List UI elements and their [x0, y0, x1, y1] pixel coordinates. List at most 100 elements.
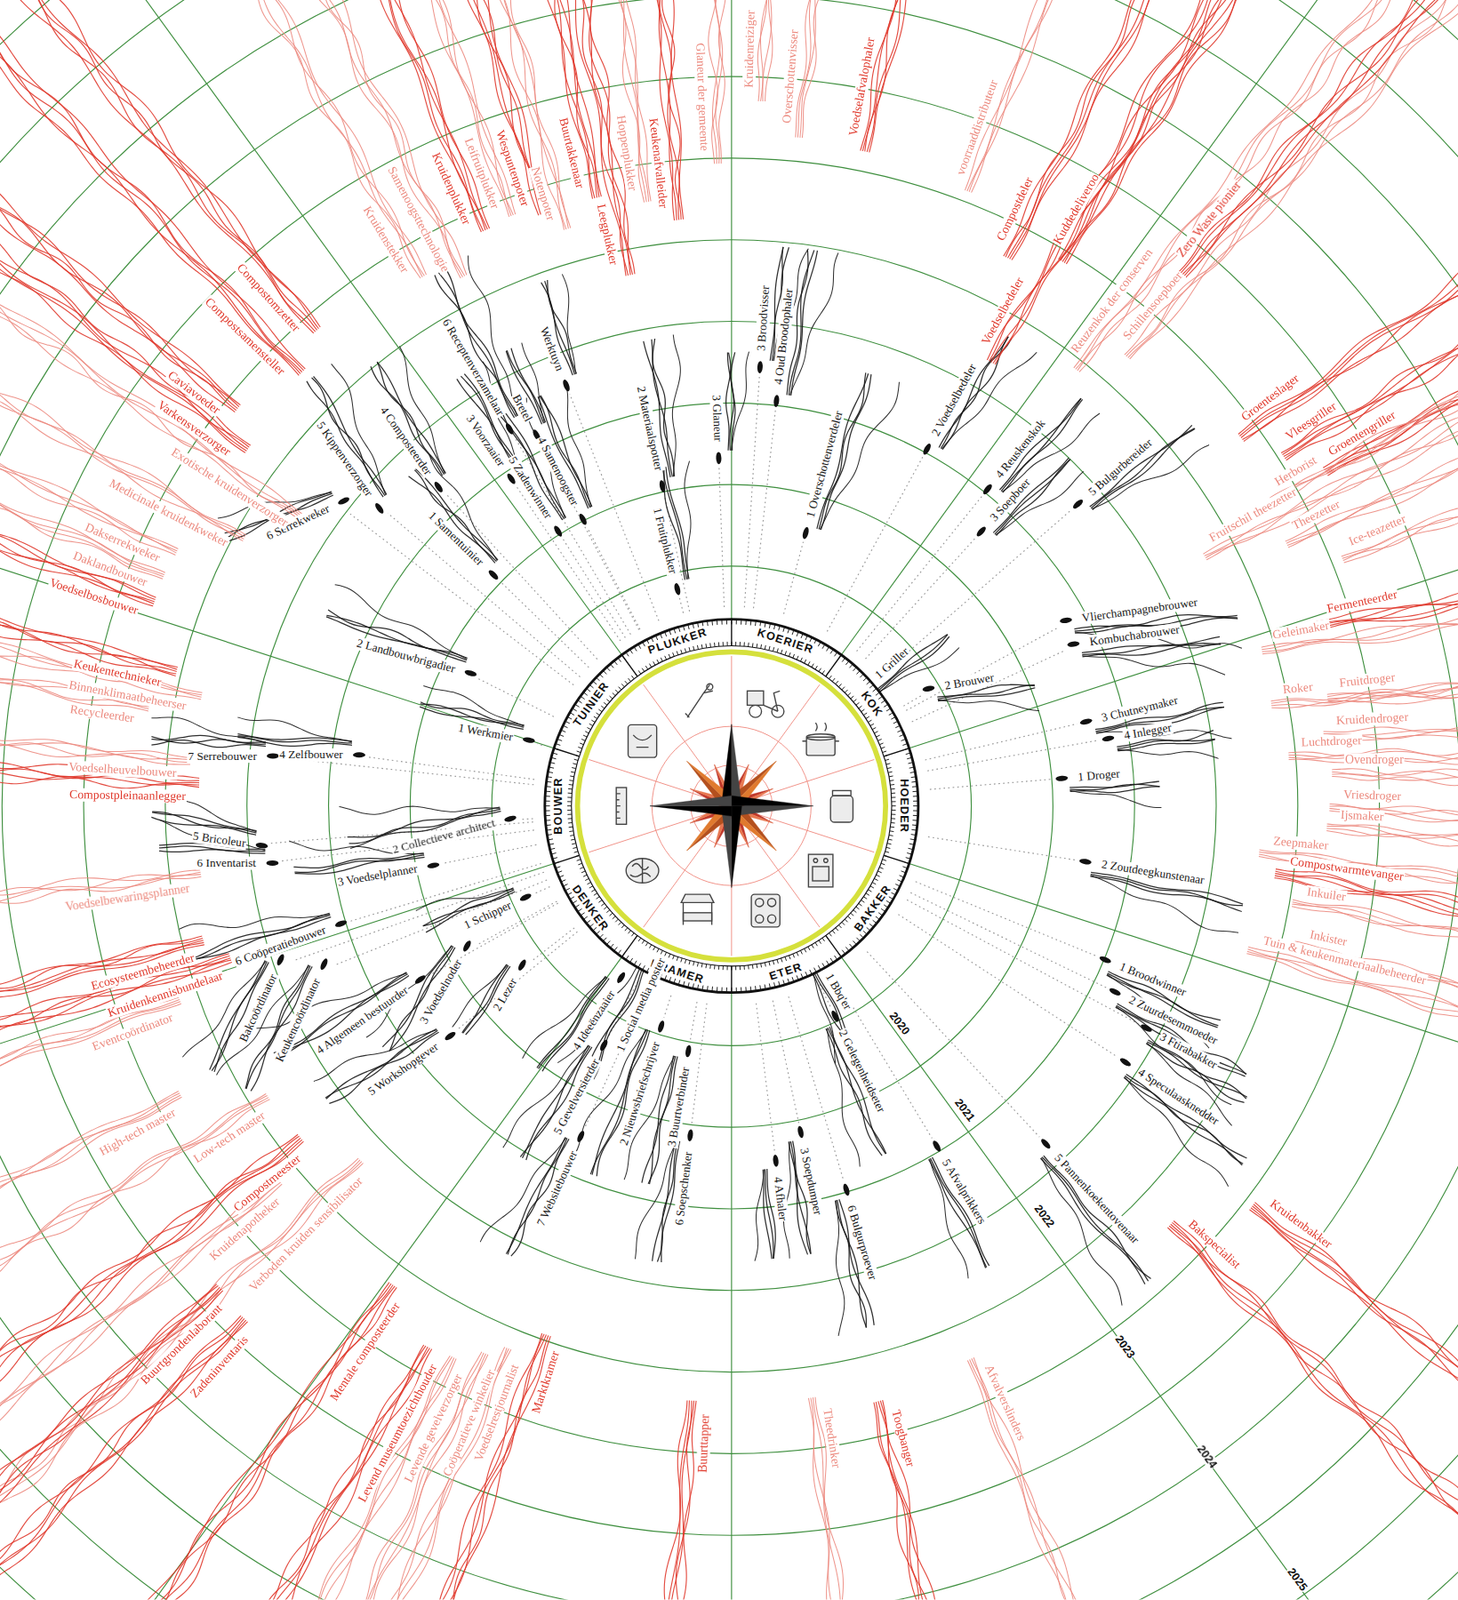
rim-tick — [796, 975, 799, 980]
role-strand — [937, 699, 1040, 711]
rim-tick — [877, 871, 882, 874]
role-label: 3 Voorzaaier — [463, 411, 508, 470]
rim-tick — [844, 919, 848, 922]
rim-tick — [859, 673, 864, 678]
seed-drop — [266, 860, 280, 866]
compass-point — [731, 795, 814, 806]
rim-tick — [744, 641, 746, 647]
role-icon — [680, 894, 714, 925]
seed-drop — [561, 378, 572, 393]
future-role-label: Voedselbedeler — [978, 274, 1028, 349]
role-strand — [224, 0, 490, 229]
rim-tick — [683, 625, 685, 632]
yellow-ring — [577, 651, 887, 961]
rim-tick — [774, 982, 776, 988]
rim-tick — [866, 927, 871, 931]
rim-tick — [696, 962, 699, 967]
rim-tick — [801, 633, 803, 639]
role-strand — [610, 1400, 688, 1600]
icon-part — [824, 858, 829, 864]
future-role-label: Marktkramer — [528, 1348, 562, 1417]
future-role-label: Zeepmaker — [1272, 834, 1330, 854]
rim-tick — [568, 817, 573, 819]
rim-tick — [555, 866, 561, 869]
role-strand — [672, 335, 681, 478]
role-label: 2 Brouwer — [942, 670, 996, 692]
dotted-path — [857, 496, 983, 652]
role-strand — [1317, 509, 1458, 629]
role-strand — [1117, 1003, 1247, 1075]
rim-tick — [548, 843, 554, 845]
icon-part — [706, 683, 713, 690]
role-label: 6 Receptenverzamelaar — [439, 315, 507, 419]
rim-tick — [544, 809, 551, 811]
rim-tick — [835, 928, 839, 931]
future-role-label: Vriesdroger — [1342, 787, 1403, 803]
rim-tick — [906, 757, 913, 759]
future-role-label: Kruidenstekker — [360, 203, 412, 277]
role-strand — [730, 352, 749, 451]
role-strand — [1117, 750, 1219, 760]
role-strand — [1204, 205, 1458, 556]
rim-tick — [664, 952, 667, 956]
role-strand — [1285, 239, 1458, 542]
rim-tick — [752, 642, 754, 648]
rim-tick — [739, 641, 741, 647]
rim-tick — [713, 965, 715, 970]
rim-tick — [544, 805, 551, 807]
role-label: 4 Ideeënzaaier — [569, 987, 619, 1054]
rim-tick — [817, 965, 821, 970]
dotted-path — [826, 456, 922, 632]
seed-drop — [921, 685, 936, 693]
rim-tick — [568, 784, 574, 786]
grid-ring — [491, 566, 971, 1046]
icon-part — [763, 690, 780, 712]
rim-tick — [801, 973, 803, 978]
role-strand — [1241, 24, 1458, 438]
rim-tick — [577, 863, 582, 866]
dotted-path — [281, 757, 534, 785]
dotted-path — [910, 892, 1107, 988]
rim-tick — [568, 822, 573, 824]
future-role-label: Wespuntenpoter — [492, 128, 532, 209]
role-strand — [967, 1360, 1242, 1600]
role-strand — [116, 0, 463, 278]
role-strand — [306, 381, 384, 497]
role-strand — [788, 250, 814, 396]
role-strand — [0, 1137, 301, 1588]
role-icon — [808, 854, 834, 888]
role-strand — [812, 1397, 898, 1600]
rim-tick — [606, 699, 609, 703]
rim-tick — [861, 709, 866, 713]
rim-tick — [576, 751, 581, 754]
rim-tick — [696, 645, 699, 649]
rim-tick — [800, 950, 802, 954]
rim-tick — [548, 767, 554, 769]
role-strand — [18, 1346, 428, 1600]
rim-tick — [818, 940, 822, 945]
rim-tick — [609, 913, 613, 916]
role-strand — [1117, 739, 1216, 752]
rim-tick — [603, 906, 608, 910]
future-role-label: Glaneur der gemeente — [692, 41, 711, 153]
rim-tick — [600, 705, 605, 709]
rim-tick — [858, 705, 863, 709]
role-strand — [0, 936, 202, 1100]
role-label: 3 Soepdumper — [797, 1145, 826, 1218]
rim-tick — [572, 708, 577, 712]
dotted-path — [441, 844, 537, 864]
role-strand — [81, 1355, 450, 1600]
role-strand — [865, 0, 1030, 152]
role-strand — [938, 336, 1009, 449]
role-wheel — [544, 619, 919, 994]
role-strand — [0, 0, 305, 369]
role-strand — [0, 1287, 397, 1600]
future-role-label: Reuzenkok der conserven — [1067, 245, 1156, 357]
rim-tick — [547, 771, 553, 773]
rim-tick — [787, 628, 790, 633]
rim-tick — [720, 987, 722, 994]
rim-tick — [567, 801, 572, 802]
rim-tick — [838, 925, 842, 929]
rim-tick — [778, 981, 780, 987]
role-strand — [1286, 245, 1458, 544]
